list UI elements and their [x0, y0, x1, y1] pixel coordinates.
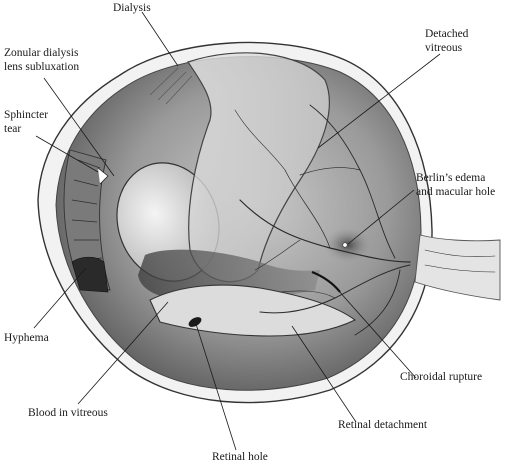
label-sphincter-line1: Sphincter	[4, 109, 48, 121]
label-hyphema: Hyphema	[4, 332, 49, 344]
label-dialysis: Dialysis	[113, 2, 151, 14]
leader-retinal-hole	[195, 323, 237, 451]
retinal-hole	[188, 317, 202, 327]
leader-choroidal	[337, 289, 417, 379]
label-detached-line2: vitreous	[425, 42, 463, 54]
sphincter-tear	[97, 167, 109, 185]
leader-dialysis	[141, 11, 179, 67]
labels: Dialysis Zonular dialysis lens subluxati…	[4, 2, 495, 463]
label-retinal-hole: Retinal hole	[212, 451, 268, 463]
hyphema-blood	[71, 256, 109, 293]
leader-sphincter	[35, 135, 99, 173]
optic-nerve	[414, 234, 501, 301]
label-berlin-line2: and macular hole	[416, 186, 495, 198]
label-choroidal-rupture: Choroidal rupture	[400, 371, 482, 383]
choroidal-rupture	[311, 270, 341, 293]
leader-hyphema	[33, 267, 87, 329]
label-detached-line1: Detached	[425, 28, 469, 40]
label-zonular-line1: Zonular dialysis	[4, 47, 79, 59]
blood-in-vitreous	[138, 249, 320, 300]
leader-berlin	[347, 189, 415, 245]
label-zonular-line2: lens subluxation	[4, 61, 79, 73]
leader-zonular	[43, 77, 115, 177]
label-retinal-detachment: Retinal detachment	[338, 419, 428, 431]
retinal-detachment	[149, 284, 357, 337]
label-sphincter-line2: tear	[4, 123, 21, 135]
retinal-vessels	[234, 104, 411, 336]
macular-hole	[342, 242, 348, 248]
iris-anterior-segment	[63, 149, 111, 291]
zonular-dialysis-fibers	[149, 67, 193, 105]
leader-detached	[317, 53, 441, 149]
berlins-edema-area	[324, 227, 372, 263]
label-blood-in-vitreous: Blood in vitreous	[28, 407, 108, 419]
leader-lines	[33, 11, 441, 451]
leader-blood	[77, 301, 169, 405]
leader-retinal-detachment	[291, 325, 357, 423]
label-berlin-line1: Berlin’s edema	[416, 172, 485, 184]
